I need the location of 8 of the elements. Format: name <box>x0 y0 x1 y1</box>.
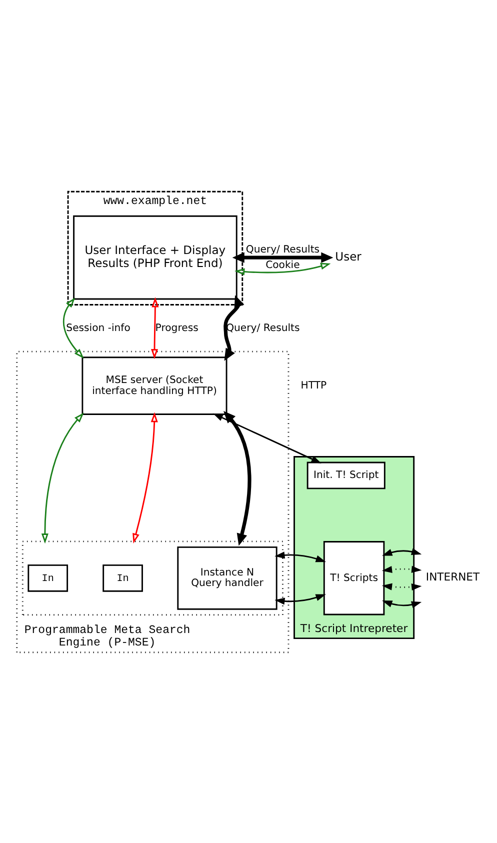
edge-label: Session -info <box>66 322 130 334</box>
edge-label: Progress <box>155 322 198 334</box>
edge-label: Cookie <box>266 259 300 270</box>
node-text: INTERNET <box>426 570 480 584</box>
edge-label: Query/ Results <box>226 322 300 334</box>
label: HTTP <box>300 380 327 391</box>
node-text: User <box>335 248 362 263</box>
edge-label: Query/ Results <box>246 244 320 256</box>
